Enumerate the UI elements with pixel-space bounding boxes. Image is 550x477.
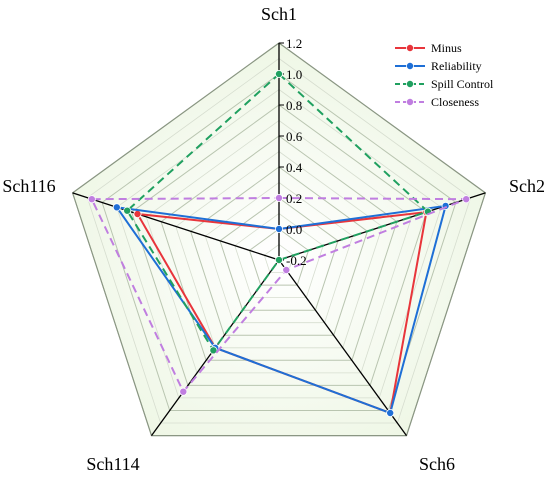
tick-label: 0.8 (286, 98, 302, 113)
legend-marker (405, 62, 414, 71)
tick-label: -0.2 (286, 253, 307, 268)
grid-ring (160, 135, 398, 361)
grid-ring (263, 244, 295, 273)
grid-ring (116, 89, 442, 399)
legend-marker (405, 44, 414, 53)
grid-ring (86, 58, 472, 424)
radial-tick-labels: -0.2 0.0 0.2 0.4 0.6 0.8 1.0 1.2 (286, 36, 307, 268)
tick-label: 0.6 (286, 129, 303, 144)
grid-ring (101, 73, 457, 411)
grid-ring (219, 197, 339, 311)
axis-name-sch116: Sch116 (2, 176, 55, 196)
data-point-sch1 (274, 193, 283, 202)
legend-item: Spill Control (395, 77, 494, 91)
data-point-sch116 (123, 206, 132, 215)
legend-marker (405, 80, 414, 89)
data-point-sch116 (133, 209, 142, 218)
legend-item: Minus (395, 41, 462, 55)
axis-name-sch2: Sch2 (509, 176, 545, 196)
data-point-sch6 (282, 265, 291, 274)
legend-item: Reliability (395, 59, 482, 73)
series-spill-control (123, 70, 432, 355)
axis-name-sch6: Sch6 (419, 454, 455, 474)
data-point-sch114 (179, 387, 188, 396)
tick-label: 0.0 (286, 222, 302, 237)
grid-ring (131, 104, 427, 386)
grid-ring (248, 228, 310, 286)
grid-ring (145, 120, 413, 374)
data-point-sch116 (112, 203, 121, 212)
grid-ring (204, 182, 354, 324)
data-point-sch6 (386, 408, 395, 417)
data-point-sch116 (87, 195, 96, 204)
legend-label: Closeness (431, 95, 479, 109)
series-reliability (112, 201, 450, 417)
axis-spoke (278, 259, 408, 436)
legend-marker (405, 98, 414, 107)
legend-label: Reliability (431, 59, 482, 73)
data-point-sch2 (462, 195, 471, 204)
tick-label: 1.2 (286, 36, 302, 51)
grid-ring (234, 213, 324, 299)
legend-label: Minus (431, 41, 462, 55)
data-point-sch1 (274, 70, 283, 79)
series-line (114, 204, 447, 415)
grid-outer-ring (71, 42, 487, 437)
legend-item: Closeness (395, 95, 479, 109)
series-line (125, 72, 430, 353)
series-layer (87, 70, 471, 417)
axis-name-sch114: Sch114 (86, 454, 139, 474)
axis-name-sch1: Sch1 (261, 4, 297, 24)
data-point-sch114 (209, 346, 218, 355)
series-line (90, 196, 467, 394)
series-closeness (87, 193, 471, 396)
data-point-sch1 (274, 224, 283, 233)
data-point-sch6 (274, 255, 283, 264)
tick-label: 0.4 (286, 160, 303, 175)
legend-label: Spill Control (431, 77, 494, 91)
grid-ring (175, 151, 383, 349)
tick-label: 0.2 (286, 191, 302, 206)
axis-spoke (72, 192, 280, 261)
tick-label: 1.0 (286, 67, 302, 82)
